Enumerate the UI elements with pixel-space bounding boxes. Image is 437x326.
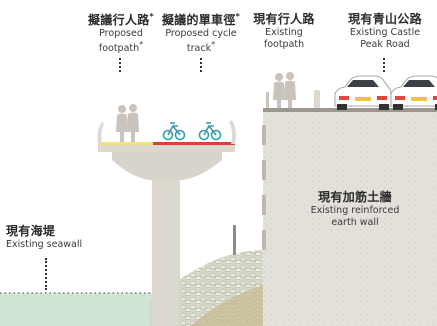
label-en: Existing Castle Peak Road <box>349 27 421 50</box>
label-en: Existing footpath <box>263 27 305 50</box>
label-en: Proposed cycle track <box>165 28 237 55</box>
footpath-surface <box>98 142 153 145</box>
reinforced-earth-wall <box>263 110 437 326</box>
label-zh: 現有青山公路 <box>348 12 422 26</box>
pier-crosshead <box>112 150 222 180</box>
label-zh: 現有行人路 <box>253 12 315 26</box>
bicycle-1 <box>162 122 186 141</box>
label-en: Existing reinforced earth wall <box>310 205 400 228</box>
car-2 <box>390 75 437 110</box>
label-zh: 擬議行人路 <box>88 13 150 27</box>
asterisk: * <box>139 39 144 49</box>
pier-column <box>152 170 180 326</box>
deck <box>98 144 235 152</box>
asterisk: * <box>149 12 154 21</box>
leader-existing-seawall <box>45 258 47 290</box>
leader-proposed-footpath <box>119 58 121 72</box>
deck-edge-right <box>229 120 236 144</box>
post <box>233 225 236 255</box>
cycle-track-surface <box>153 142 235 145</box>
label-zh: 現有加筋土牆 <box>318 190 392 204</box>
deck-edge-left <box>97 122 104 144</box>
leader-existing-castle-peak-road <box>383 58 385 72</box>
asterisk: * <box>235 12 241 21</box>
label-zh: 現有海堤 <box>6 224 56 238</box>
label-proposed-footpath: 擬議行人路* Proposed footpath* <box>80 12 162 55</box>
label-existing-reinforced-earth-wall: 現有加筋土牆 Existing reinforced earth wall <box>300 190 410 229</box>
leader-proposed-cycle-track <box>200 58 202 72</box>
label-existing-seawall: 現有海堤 Existing seawall <box>6 224 86 251</box>
asterisk: * <box>211 39 216 49</box>
label-en: Existing seawall <box>6 239 83 250</box>
bicycle-2 <box>198 122 222 141</box>
railing-right <box>314 90 320 108</box>
label-en: Proposed footpath <box>98 28 143 55</box>
wall-facing-panels <box>262 125 266 250</box>
railing-left <box>266 92 269 108</box>
road-surface <box>263 108 437 112</box>
label-zh: 擬議的單車徑 <box>161 13 236 27</box>
people-proposed-footpath <box>116 104 139 142</box>
label-proposed-cycle-track: 擬議的單車徑* Proposed cycle track* <box>156 12 246 55</box>
people-existing-footpath <box>273 72 296 108</box>
label-existing-footpath: 現有行人路 Existing footpath <box>248 12 320 51</box>
label-existing-castle-peak-road: 現有青山公路 Existing Castle Peak Road <box>338 12 432 51</box>
seawall-fill <box>190 285 263 326</box>
car-1 <box>334 75 392 110</box>
